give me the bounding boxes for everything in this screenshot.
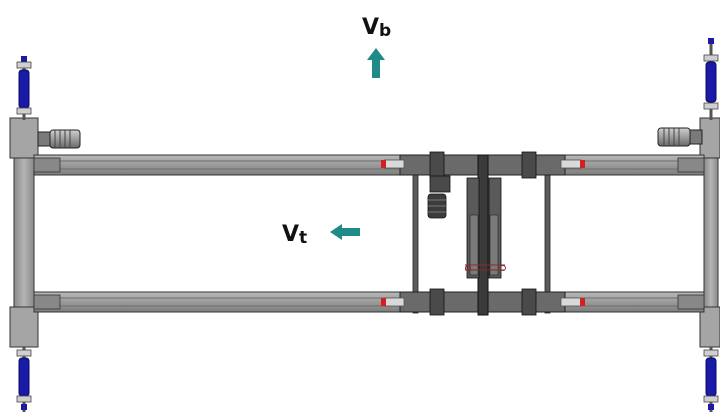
trolley-velocity-subscript: t [299, 228, 307, 248]
hoist-drum [465, 177, 506, 279]
trolley-velocity-arrow [330, 224, 360, 240]
right-drive-motor [657, 127, 703, 147]
hoist-motor [427, 175, 451, 219]
bridge-velocity-symbol: V [362, 15, 379, 40]
right-end-carriage [657, 38, 720, 412]
trolley-velocity-symbol: V [282, 222, 299, 247]
left-top-bracket [9, 117, 39, 159]
left-top-wheel-assembly [16, 56, 32, 120]
trolley-bumpers [381, 159, 585, 307]
right-top-wheel-assembly [703, 38, 719, 120]
trolley-velocity-label: Vt [282, 222, 307, 248]
right-top-bracket [699, 117, 720, 159]
right-bottom-bracket [699, 306, 720, 348]
trolley-right-rail [544, 157, 551, 314]
bridge-velocity-arrow [367, 48, 385, 78]
left-bottom-wheel-assembly [16, 347, 32, 412]
left-end-carriage [9, 56, 81, 412]
trolley-center-spine [477, 154, 489, 316]
bottom-girder [33, 291, 705, 313]
left-drive-motor [37, 129, 81, 149]
trolley [381, 151, 585, 316]
bridge-velocity-subscript: b [379, 21, 391, 41]
right-bottom-wheel-assembly [703, 347, 719, 412]
left-bottom-bracket [9, 306, 39, 348]
trolley-left-rail [412, 157, 419, 314]
top-girder [33, 154, 705, 176]
bridge-velocity-label: Vb [362, 15, 391, 41]
